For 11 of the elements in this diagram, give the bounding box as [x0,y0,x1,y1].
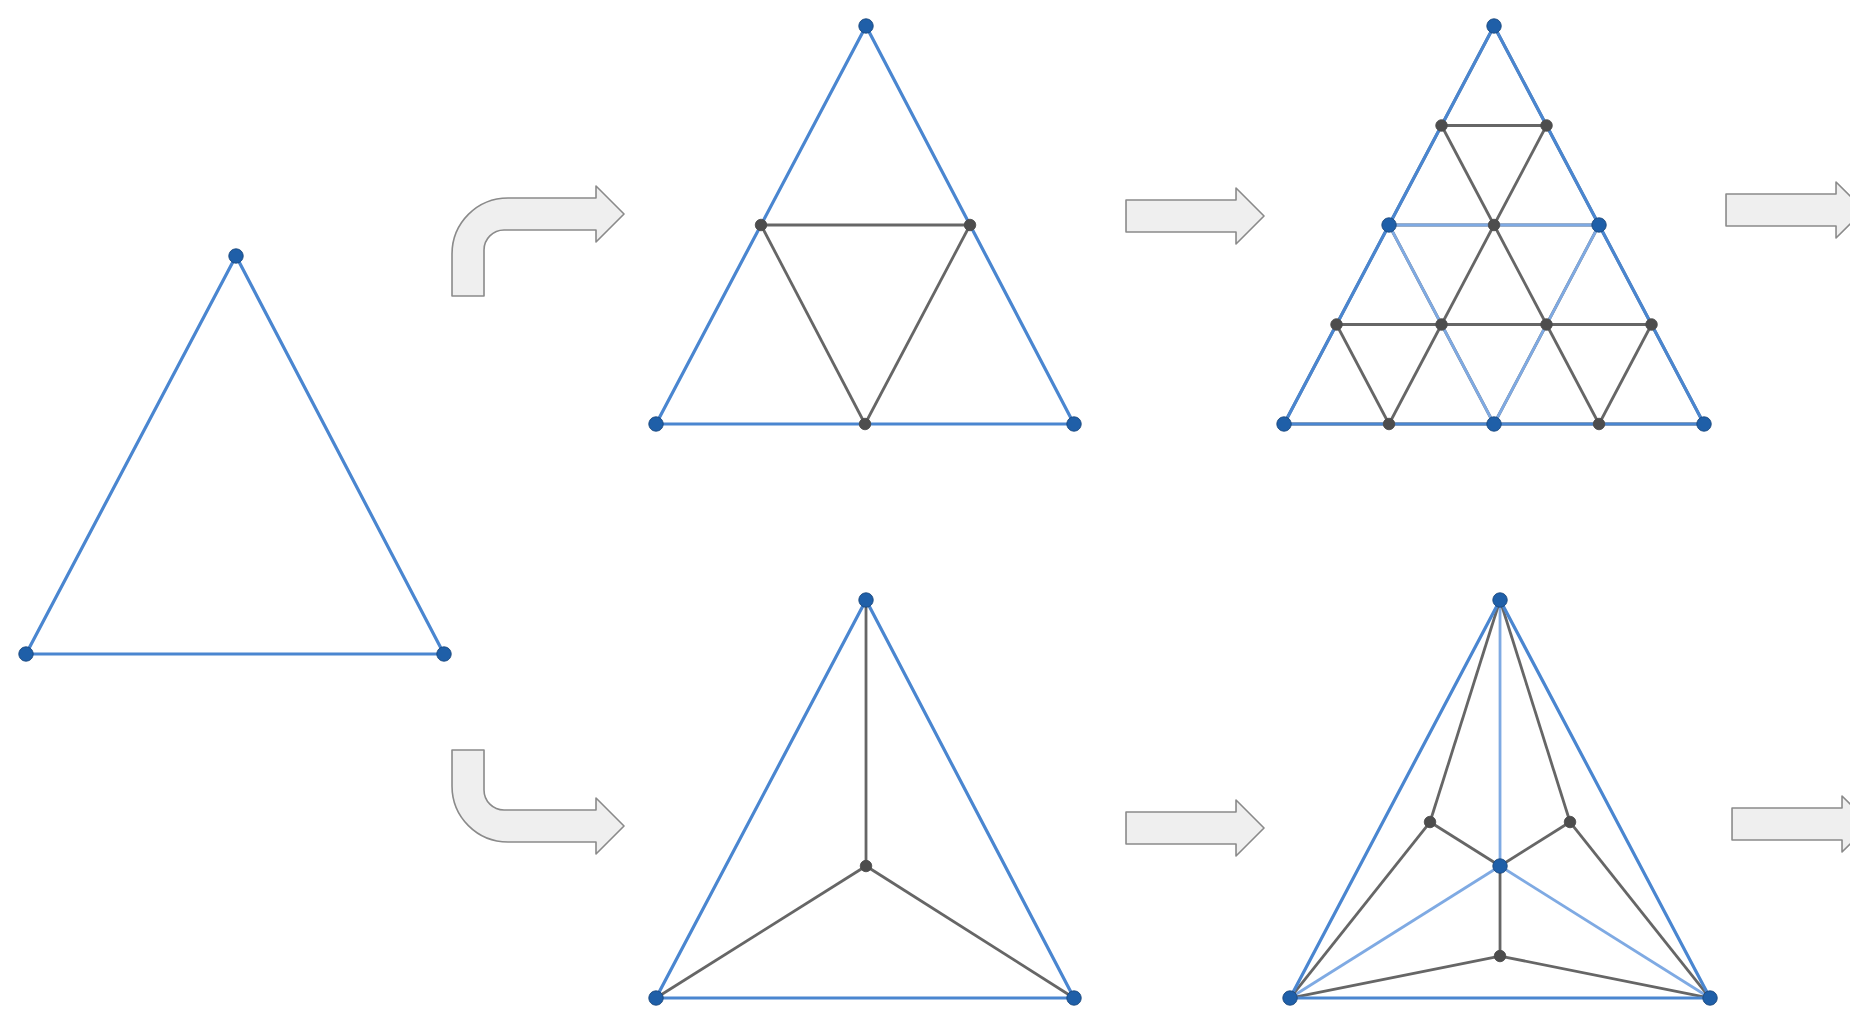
triangle-drawing [1282,592,1718,1006]
block-arrow [1725,181,1850,239]
block-arrow [1731,795,1850,853]
triangle-drawing [1276,18,1712,432]
block-arrow [451,749,625,855]
block-arrow [1125,799,1265,857]
triangle-drawing [648,18,1082,432]
block-arrow [451,185,625,297]
triangle-drawing [18,248,452,662]
block-arrow [1125,187,1265,245]
triangle-drawing [648,592,1082,1006]
